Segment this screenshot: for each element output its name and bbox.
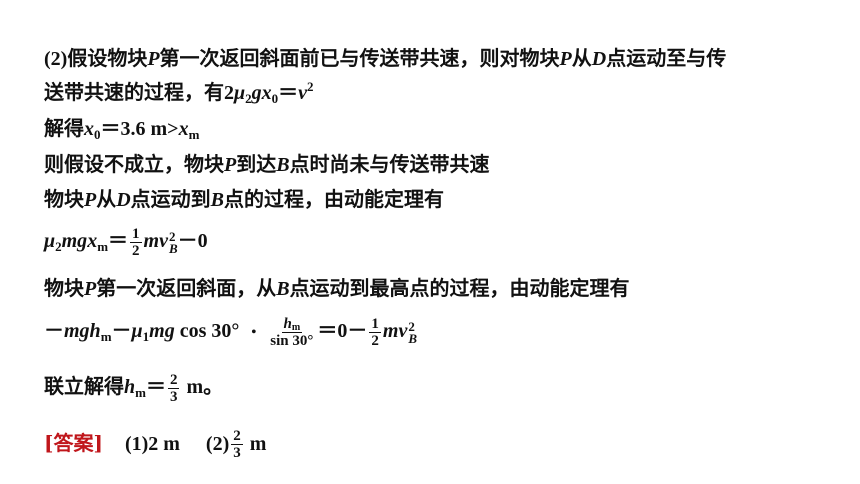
answer-tag: [答案] bbox=[44, 431, 103, 455]
text-line-7: 物块P第一次返回斜面，从B点运动到最高点的过程，由动能定理有 bbox=[44, 276, 630, 300]
text-line-4: 则假设不成立，物块P到达B点时尚未与传送带共速 bbox=[44, 152, 490, 176]
text-line-2: 送带共速的过程，有2μ2gx0＝v2 bbox=[44, 79, 314, 106]
equation-x0: x0＝3.6 m>xm bbox=[84, 118, 200, 142]
text-line-5: 物块P从D点运动到B点的过程，由动能定理有 bbox=[44, 187, 445, 211]
equation-velocity: 2μ2gx0＝v2 bbox=[224, 79, 314, 106]
text-line-1: (2)假设物块P第一次返回斜面前已与传送带共速，则对物块P从D点运动至与传 bbox=[44, 46, 727, 70]
text-line-3: 解得x0＝3.6 m>xm bbox=[44, 116, 200, 142]
part-number: (2) bbox=[44, 48, 68, 70]
